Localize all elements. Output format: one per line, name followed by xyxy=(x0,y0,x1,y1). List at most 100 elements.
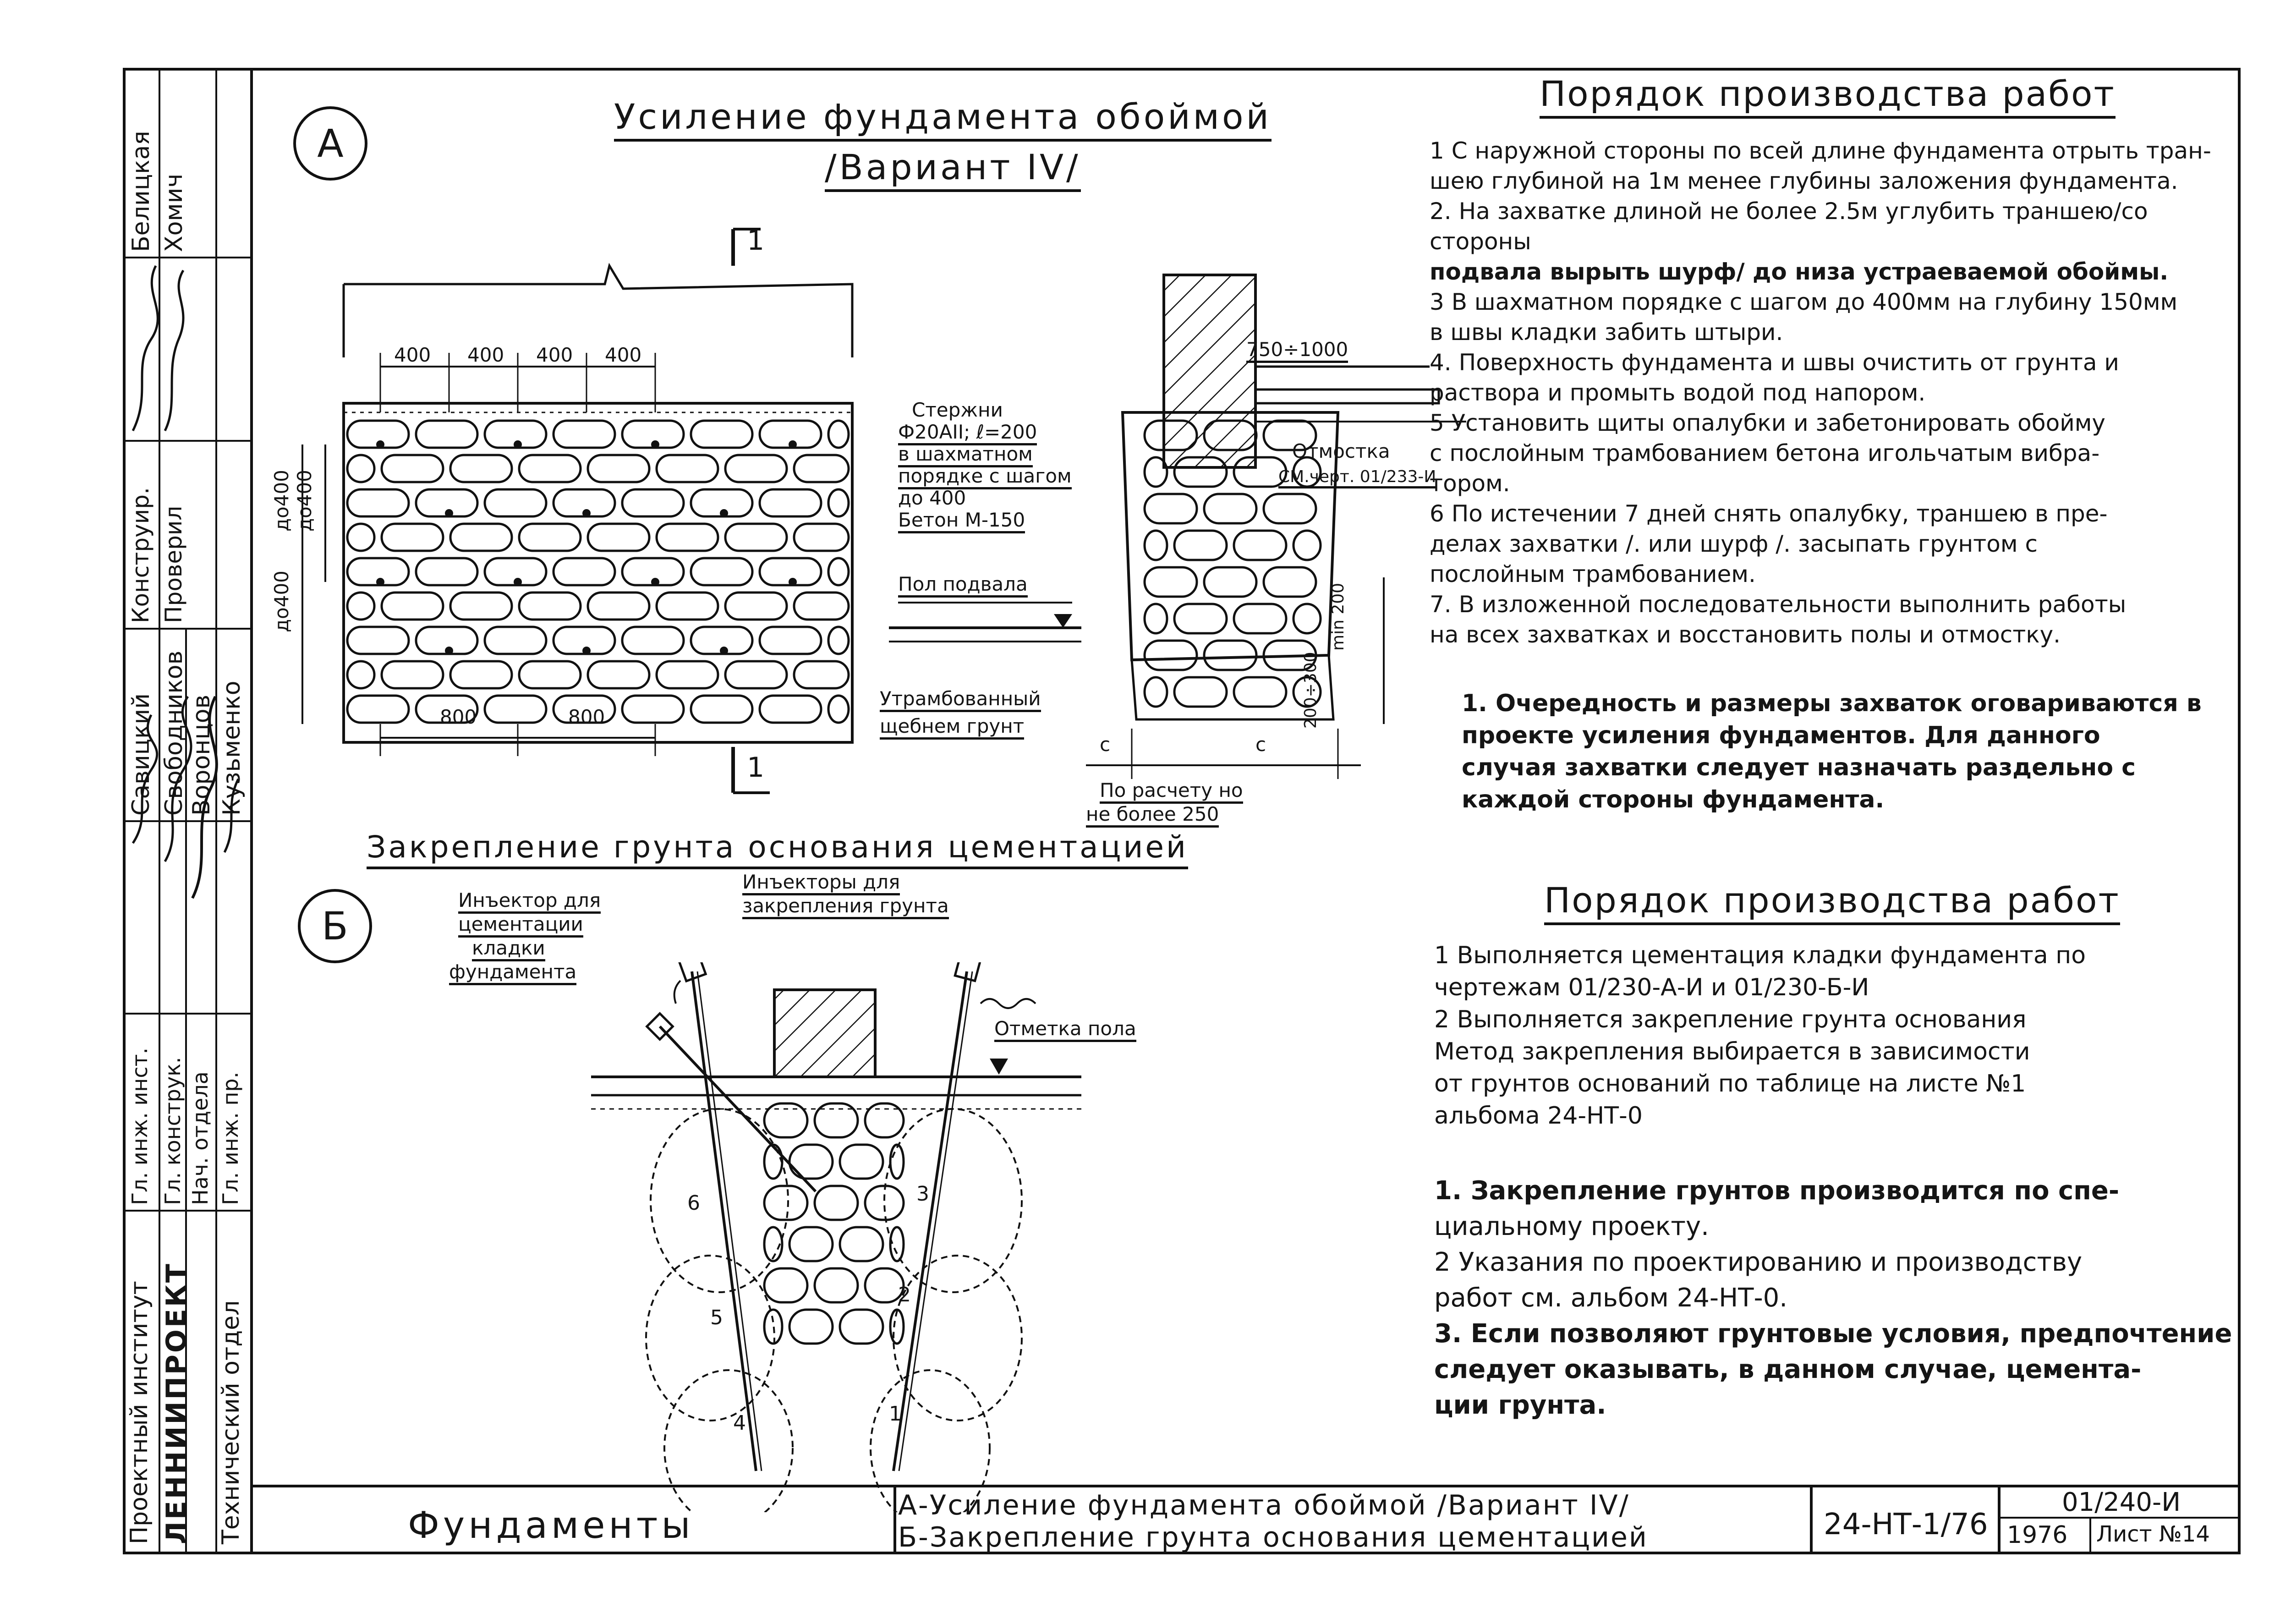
step-line: в швы кладки забить штыри. xyxy=(1430,319,1783,346)
dim-750-label: 750÷1000 xyxy=(1246,338,1348,363)
stone xyxy=(690,419,754,449)
stone xyxy=(1292,529,1322,561)
design-person-2: Хомич xyxy=(160,173,188,252)
left-col-h6 xyxy=(123,1210,251,1212)
title-sheet: Лист №14 xyxy=(2096,1521,2210,1547)
stone xyxy=(793,522,850,552)
dim-top-4: 400 xyxy=(605,344,642,366)
stone xyxy=(1233,456,1288,488)
title-album: 24-НТ-1/76 xyxy=(1824,1508,1988,1542)
stone xyxy=(889,1308,905,1345)
stone xyxy=(1233,529,1288,561)
left-col-divider-b xyxy=(185,628,187,1554)
calc-label-2: не более 250 xyxy=(1086,803,1219,828)
stone xyxy=(346,660,376,690)
step-line: 1 С наружной стороны по всей длине фунда… xyxy=(1430,137,2211,164)
dim-min200-label: min 200 xyxy=(1329,582,1348,651)
note-line: случая захватки следует назначать раздел… xyxy=(1462,754,2136,781)
blind-area-label-2: СМ.черт. 01/233-И xyxy=(1278,467,1436,488)
stone xyxy=(763,1226,784,1262)
left-col-h1 xyxy=(123,257,251,258)
zone-3: 3 xyxy=(916,1182,929,1206)
stone xyxy=(793,591,850,621)
stone xyxy=(864,1185,905,1221)
stone xyxy=(655,591,719,621)
stone xyxy=(1173,529,1228,561)
stone xyxy=(1262,493,1317,525)
org-name: Проектный институт xyxy=(126,1281,153,1544)
stone xyxy=(346,591,376,621)
frame-right xyxy=(2238,68,2241,1554)
stone xyxy=(793,660,850,690)
zone-4: 4 xyxy=(733,1411,746,1435)
step-line: 6 По истечении 7 дней снять опалубку, тр… xyxy=(1430,500,2108,527)
title-block-v2 xyxy=(1810,1485,1813,1553)
stone xyxy=(518,660,582,690)
stone xyxy=(813,1102,859,1139)
stone xyxy=(788,1143,834,1180)
stone xyxy=(1173,603,1228,635)
title-block-h1 xyxy=(1998,1517,2239,1519)
title-section: Фундаменты xyxy=(408,1504,694,1547)
dim-top-1: 400 xyxy=(394,344,431,366)
stone xyxy=(552,557,616,587)
note-line: 1. Закрепление грунтов производится по с… xyxy=(1434,1176,2120,1206)
step-line: 2. На захватке длиной не более 2.5м углу… xyxy=(1430,198,2148,255)
stone xyxy=(690,694,754,724)
dim-top-2: 400 xyxy=(467,344,504,366)
basement-floor-label: Пол подвала xyxy=(898,573,1028,598)
rods-label-5: до 400 xyxy=(898,487,966,509)
stone xyxy=(763,1308,784,1345)
concrete-label: Бетон М-150 xyxy=(898,509,1025,533)
note-line: ции грунта. xyxy=(1434,1390,1606,1420)
stone xyxy=(827,694,850,724)
step-line: Метод закрепления выбирается в зависимос… xyxy=(1434,1038,2030,1065)
role-2: Гл. конструк. xyxy=(160,1057,185,1205)
stone xyxy=(655,454,719,483)
title-desc-1: А-Усиление фундамента обоймой /Вариант I… xyxy=(898,1489,1630,1521)
step-line: подвала вырыть шурф/ до низа устраеваемо… xyxy=(1430,258,2169,285)
stone xyxy=(346,488,410,518)
left-col-divider-c xyxy=(215,68,217,1554)
foundation-drawing-a xyxy=(301,228,1466,794)
injector-label-1: Инъектор для xyxy=(458,889,601,914)
procedure-2-steps: 1 Выполняется цементация кладки фундамен… xyxy=(1434,939,2231,1132)
zone-1: 1 xyxy=(889,1402,902,1426)
title-block-top xyxy=(250,1485,2239,1487)
step-line: 5 Установить щиты опалубки и забетониров… xyxy=(1430,410,2105,436)
stone xyxy=(552,419,616,449)
stone xyxy=(1143,603,1168,635)
title-year: 1976 xyxy=(2007,1521,2068,1549)
step-line: 2 Выполняется закрепление грунта основан… xyxy=(1434,1006,2027,1033)
injector-label-3: кладки xyxy=(472,937,545,961)
marker-a: А xyxy=(293,106,367,181)
stone xyxy=(483,488,548,518)
stone xyxy=(827,419,850,449)
step-line: раствора и промыть водой под напором. xyxy=(1430,379,1926,406)
step-line: послойным трамбованием. xyxy=(1430,561,1756,587)
note-line: 2 Указания по проектированию и производс… xyxy=(1434,1247,2083,1277)
injectors-label-1: Инъекторы для xyxy=(742,871,900,895)
stone xyxy=(449,660,513,690)
stone xyxy=(1203,493,1258,525)
title-desc-2: Б-Закрепление грунта основания цементаци… xyxy=(898,1521,1648,1553)
injector-label-4: фундамента xyxy=(449,960,577,985)
step-line: 3 В шахматном порядке с шагом до 400мм н… xyxy=(1430,289,2178,315)
stone xyxy=(1292,676,1322,708)
stone xyxy=(1143,419,1198,451)
stone xyxy=(788,1226,834,1262)
stone xyxy=(552,694,616,724)
cementation-drawing-b xyxy=(591,962,1081,1512)
design-person-1: Белицкая xyxy=(127,131,155,252)
left-col-h2 xyxy=(123,440,251,442)
title-block-v4 xyxy=(2089,1517,2091,1553)
frame-top xyxy=(123,68,2241,71)
frame-left xyxy=(123,68,126,1554)
step-line: 4. Поверхность фундамента и швы очистить… xyxy=(1430,349,2119,376)
stone xyxy=(889,1143,905,1180)
left-col-h3 xyxy=(123,628,251,630)
stone xyxy=(1143,529,1168,561)
stone xyxy=(839,1226,884,1262)
role-3: Нач. отдела xyxy=(188,1071,213,1205)
stone xyxy=(483,625,548,655)
